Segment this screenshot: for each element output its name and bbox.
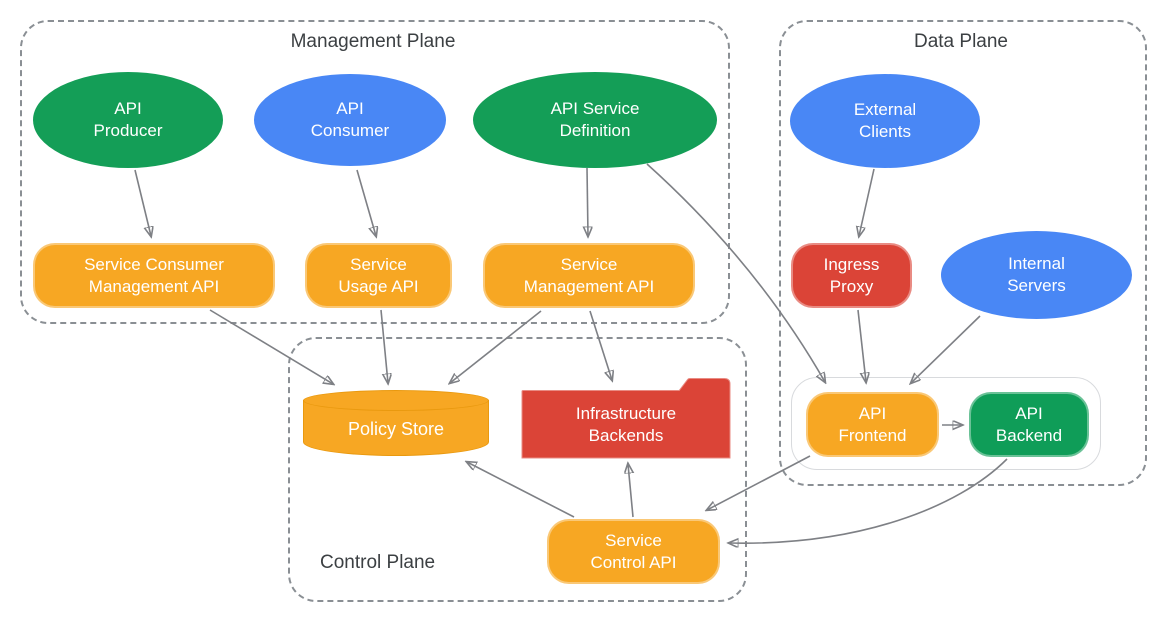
service-consumer-management-api-node: Service Consumer Management API [33,243,275,308]
api-consumer-node: API Consumer [254,74,446,166]
external-clients-label: External Clients [853,100,917,141]
api-producer-label: API Producer [93,99,163,140]
policy-store-node: Policy Store [303,390,489,456]
management-plane-title: Management Plane [290,31,456,52]
infrastructure-backends-node: Infrastructure Backends [520,377,732,460]
data-plane-title: Data Plane [913,31,1008,52]
api-service-definition-label: API Service Definition [550,99,640,140]
service-control-api-node: Service Control API [547,519,720,584]
service-management-api-node: Service Management API [483,243,695,308]
internal-servers-node: Internal Servers [941,231,1132,319]
external-clients-node: External Clients [790,74,980,168]
service-usage-api-label: Service Usage API [338,254,419,296]
service-management-api-label: Service Management API [523,254,655,296]
api-frontend-node: API Frontend [806,392,939,457]
policy-store-label: Policy Store [347,418,445,439]
api-consumer-label: API Consumer [310,99,390,140]
ingress-proxy-node: Ingress Proxy [791,243,912,308]
api-backend-label: API Backend [995,403,1063,445]
api-frontend-label: API Frontend [838,403,907,445]
policy-store-cylinder-top [303,390,489,411]
infrastructure-backends-label: Infrastructure Backends [575,403,677,445]
api-backend-node: API Backend [969,392,1089,457]
service-usage-api-node: Service Usage API [305,243,452,308]
api-producer-node: API Producer [33,72,223,168]
service-control-api-label: Service Control API [590,530,677,572]
internal-servers-label: Internal Servers [1007,254,1066,295]
service-consumer-management-api-label: Service Consumer Management API [84,254,224,296]
api-service-definition-node: API Service Definition [473,72,717,168]
control-plane-title: Control Plane [320,552,436,573]
ingress-proxy-label: Ingress Proxy [823,254,880,296]
